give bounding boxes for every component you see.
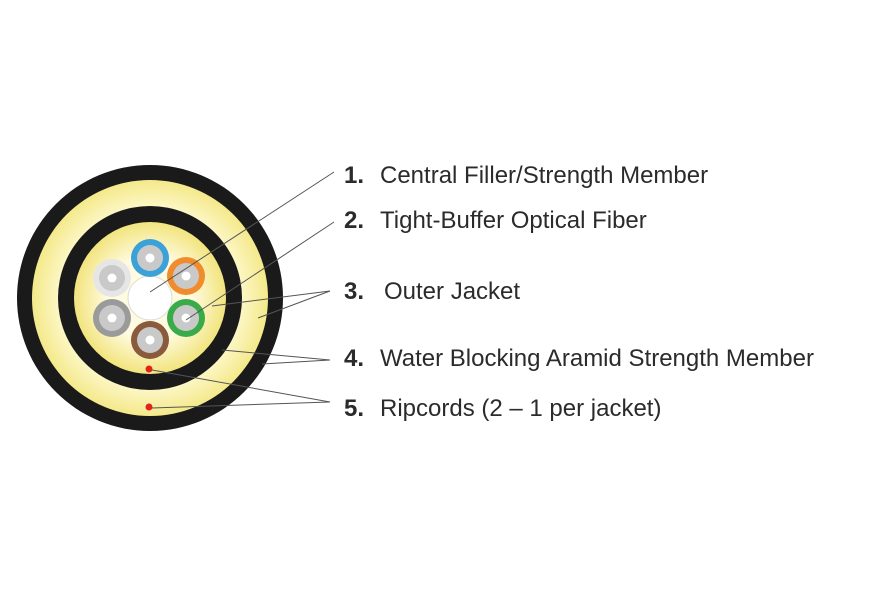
label-number: 1. (344, 162, 365, 189)
fiber-core-2 (145, 253, 155, 263)
label-tight-buffer-fiber: 2. Tight-Buffer Optical Fiber (344, 207, 647, 235)
label-text: Outer Jacket (384, 278, 521, 305)
label-text: Tight-Buffer Optical Fiber (380, 207, 647, 234)
label-text: Ripcords (2 – 1 per jacket) (380, 395, 662, 422)
label-text: Central Filler/Strength Member (380, 162, 709, 189)
label-text: Water Blocking Aramid Strength Member (380, 345, 814, 372)
central-filler (127, 275, 173, 321)
leader-line-5 (221, 349, 331, 361)
leader-line-3 (211, 290, 331, 307)
label-number: 4. (344, 345, 365, 372)
label-aramid-strength-member: 4. Water Blocking Aramid Strength Member (344, 345, 814, 373)
label-ripcords: 5. Ripcords (2 – 1 per jacket) (344, 395, 661, 423)
label-number: 2. (344, 207, 365, 234)
leader-line-7 (151, 369, 331, 403)
ripcord-inner (145, 365, 153, 373)
leader-line-4 (257, 290, 331, 319)
label-central-filler: 1. Central Filler/Strength Member (344, 162, 708, 190)
label-outer-jacket: 3. Outer Jacket (344, 278, 520, 306)
fiber-core-4 (181, 313, 191, 323)
label-number: 5. (344, 395, 365, 422)
leader-line-8 (151, 401, 331, 409)
fiber-core-1 (107, 273, 117, 283)
leader-line-1 (149, 171, 335, 293)
leader-line-6 (261, 359, 331, 365)
fiber-core-6 (107, 313, 117, 323)
label-number: 3. (344, 278, 365, 305)
fiber-core-3 (181, 271, 191, 281)
leader-line-2 (185, 221, 335, 321)
ripcord-outer (145, 403, 153, 411)
fiber-core-5 (145, 335, 155, 345)
